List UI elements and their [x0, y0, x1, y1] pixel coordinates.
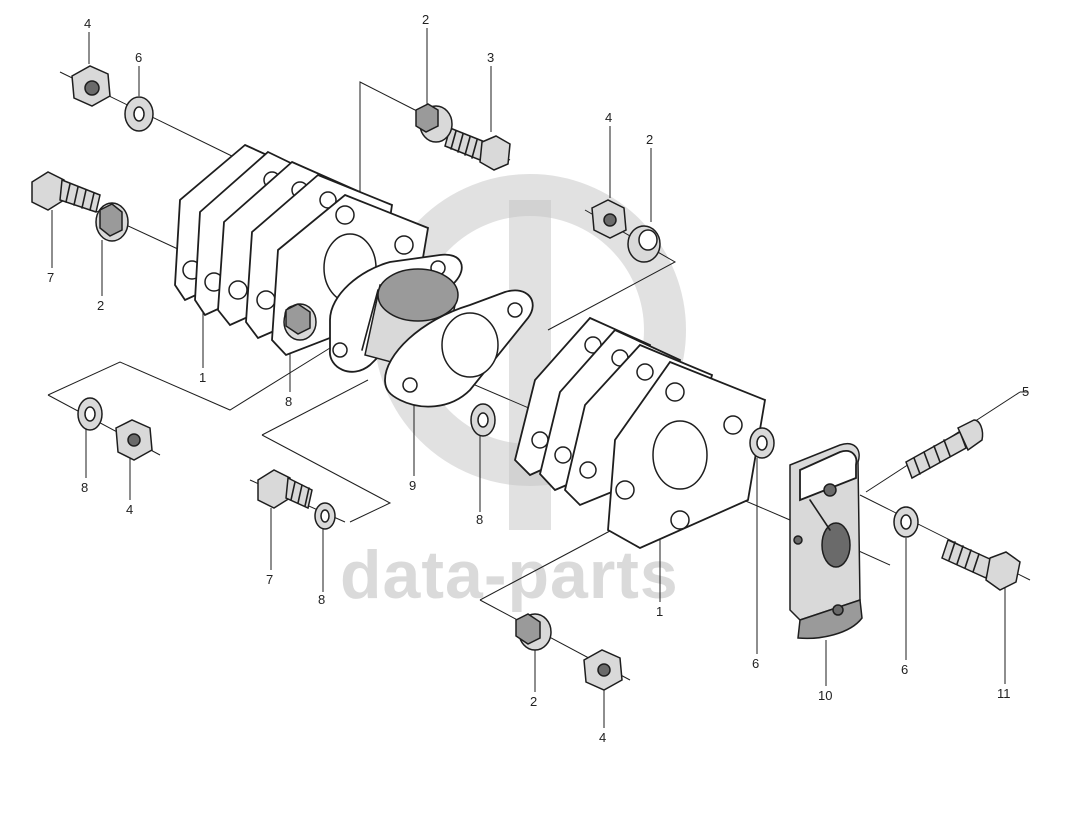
- callout-4-left: 4: [126, 502, 133, 517]
- flange-nut-part-2-top: [415, 103, 453, 143]
- clamp-block-part-10: [789, 443, 863, 640]
- callout-7-lower: 7: [266, 572, 273, 587]
- callout-8-lower: 8: [318, 592, 325, 607]
- plate-right-4: [607, 360, 767, 550]
- callout-6-middle: 6: [752, 656, 759, 671]
- callout-2-top: 2: [422, 12, 429, 27]
- callout-2-bottom: 2: [530, 694, 537, 709]
- callout-10: 10: [818, 688, 832, 703]
- watermark-text: data-parts: [340, 537, 679, 613]
- callout-5: 5: [1022, 384, 1029, 399]
- callout-2-left: 2: [97, 298, 104, 313]
- callout-7-upper: 7: [47, 270, 54, 285]
- callout-1-right: 1: [656, 604, 663, 619]
- callout-8-middle: 8: [476, 512, 483, 527]
- callout-2-upper-right: 2: [646, 132, 653, 147]
- callout-11: 11: [997, 686, 1011, 701]
- callout-4-bottom: 4: [599, 730, 606, 745]
- flange-nut-part-8-center: [283, 303, 317, 341]
- nut-part-4-left: [115, 419, 153, 461]
- bolt-part-7-upper: [31, 171, 101, 213]
- callouts: 4 6 2 3 4 2 7 2 1 8 5 8 4 9 8 7 8 1 6 6 …: [47, 12, 1029, 745]
- nut-part-4-bottom: [583, 649, 623, 691]
- callout-8-center: 8: [285, 394, 292, 409]
- washer-part-6-top-left: [124, 96, 154, 132]
- callout-1-left: 1: [199, 370, 206, 385]
- bolt-part-11: [941, 538, 1021, 591]
- flange-nut-part-2-right: [627, 225, 661, 263]
- flange-part-9: [384, 289, 534, 408]
- washer-part-6-middle: [749, 427, 775, 459]
- callout-4-top-left: 4: [84, 16, 91, 31]
- callout-6-right: 6: [901, 662, 908, 677]
- bolt-part-7-lower: [257, 469, 313, 510]
- callout-6-top-left: 6: [135, 50, 142, 65]
- nut-part-4-upper-right: [591, 199, 627, 239]
- flange-nut-part-2-bottom: [515, 613, 552, 651]
- flange-nut-part-2-left: [95, 202, 129, 242]
- callout-4-upper-right: 4: [605, 110, 612, 125]
- nut-part-4-top-left: [71, 65, 111, 107]
- washer-part-8-center: [470, 403, 496, 437]
- plate-stack-right: [514, 316, 767, 550]
- callout-8-left: 8: [81, 480, 88, 495]
- washer-part-6-right: [893, 506, 919, 538]
- bolt-part-3: [444, 126, 511, 171]
- bolt-part-5: [905, 419, 984, 480]
- callout-3: 3: [487, 50, 494, 65]
- callout-9: 9: [409, 478, 416, 493]
- washer-part-8-left: [77, 397, 103, 431]
- washer-part-8-lower: [314, 502, 336, 530]
